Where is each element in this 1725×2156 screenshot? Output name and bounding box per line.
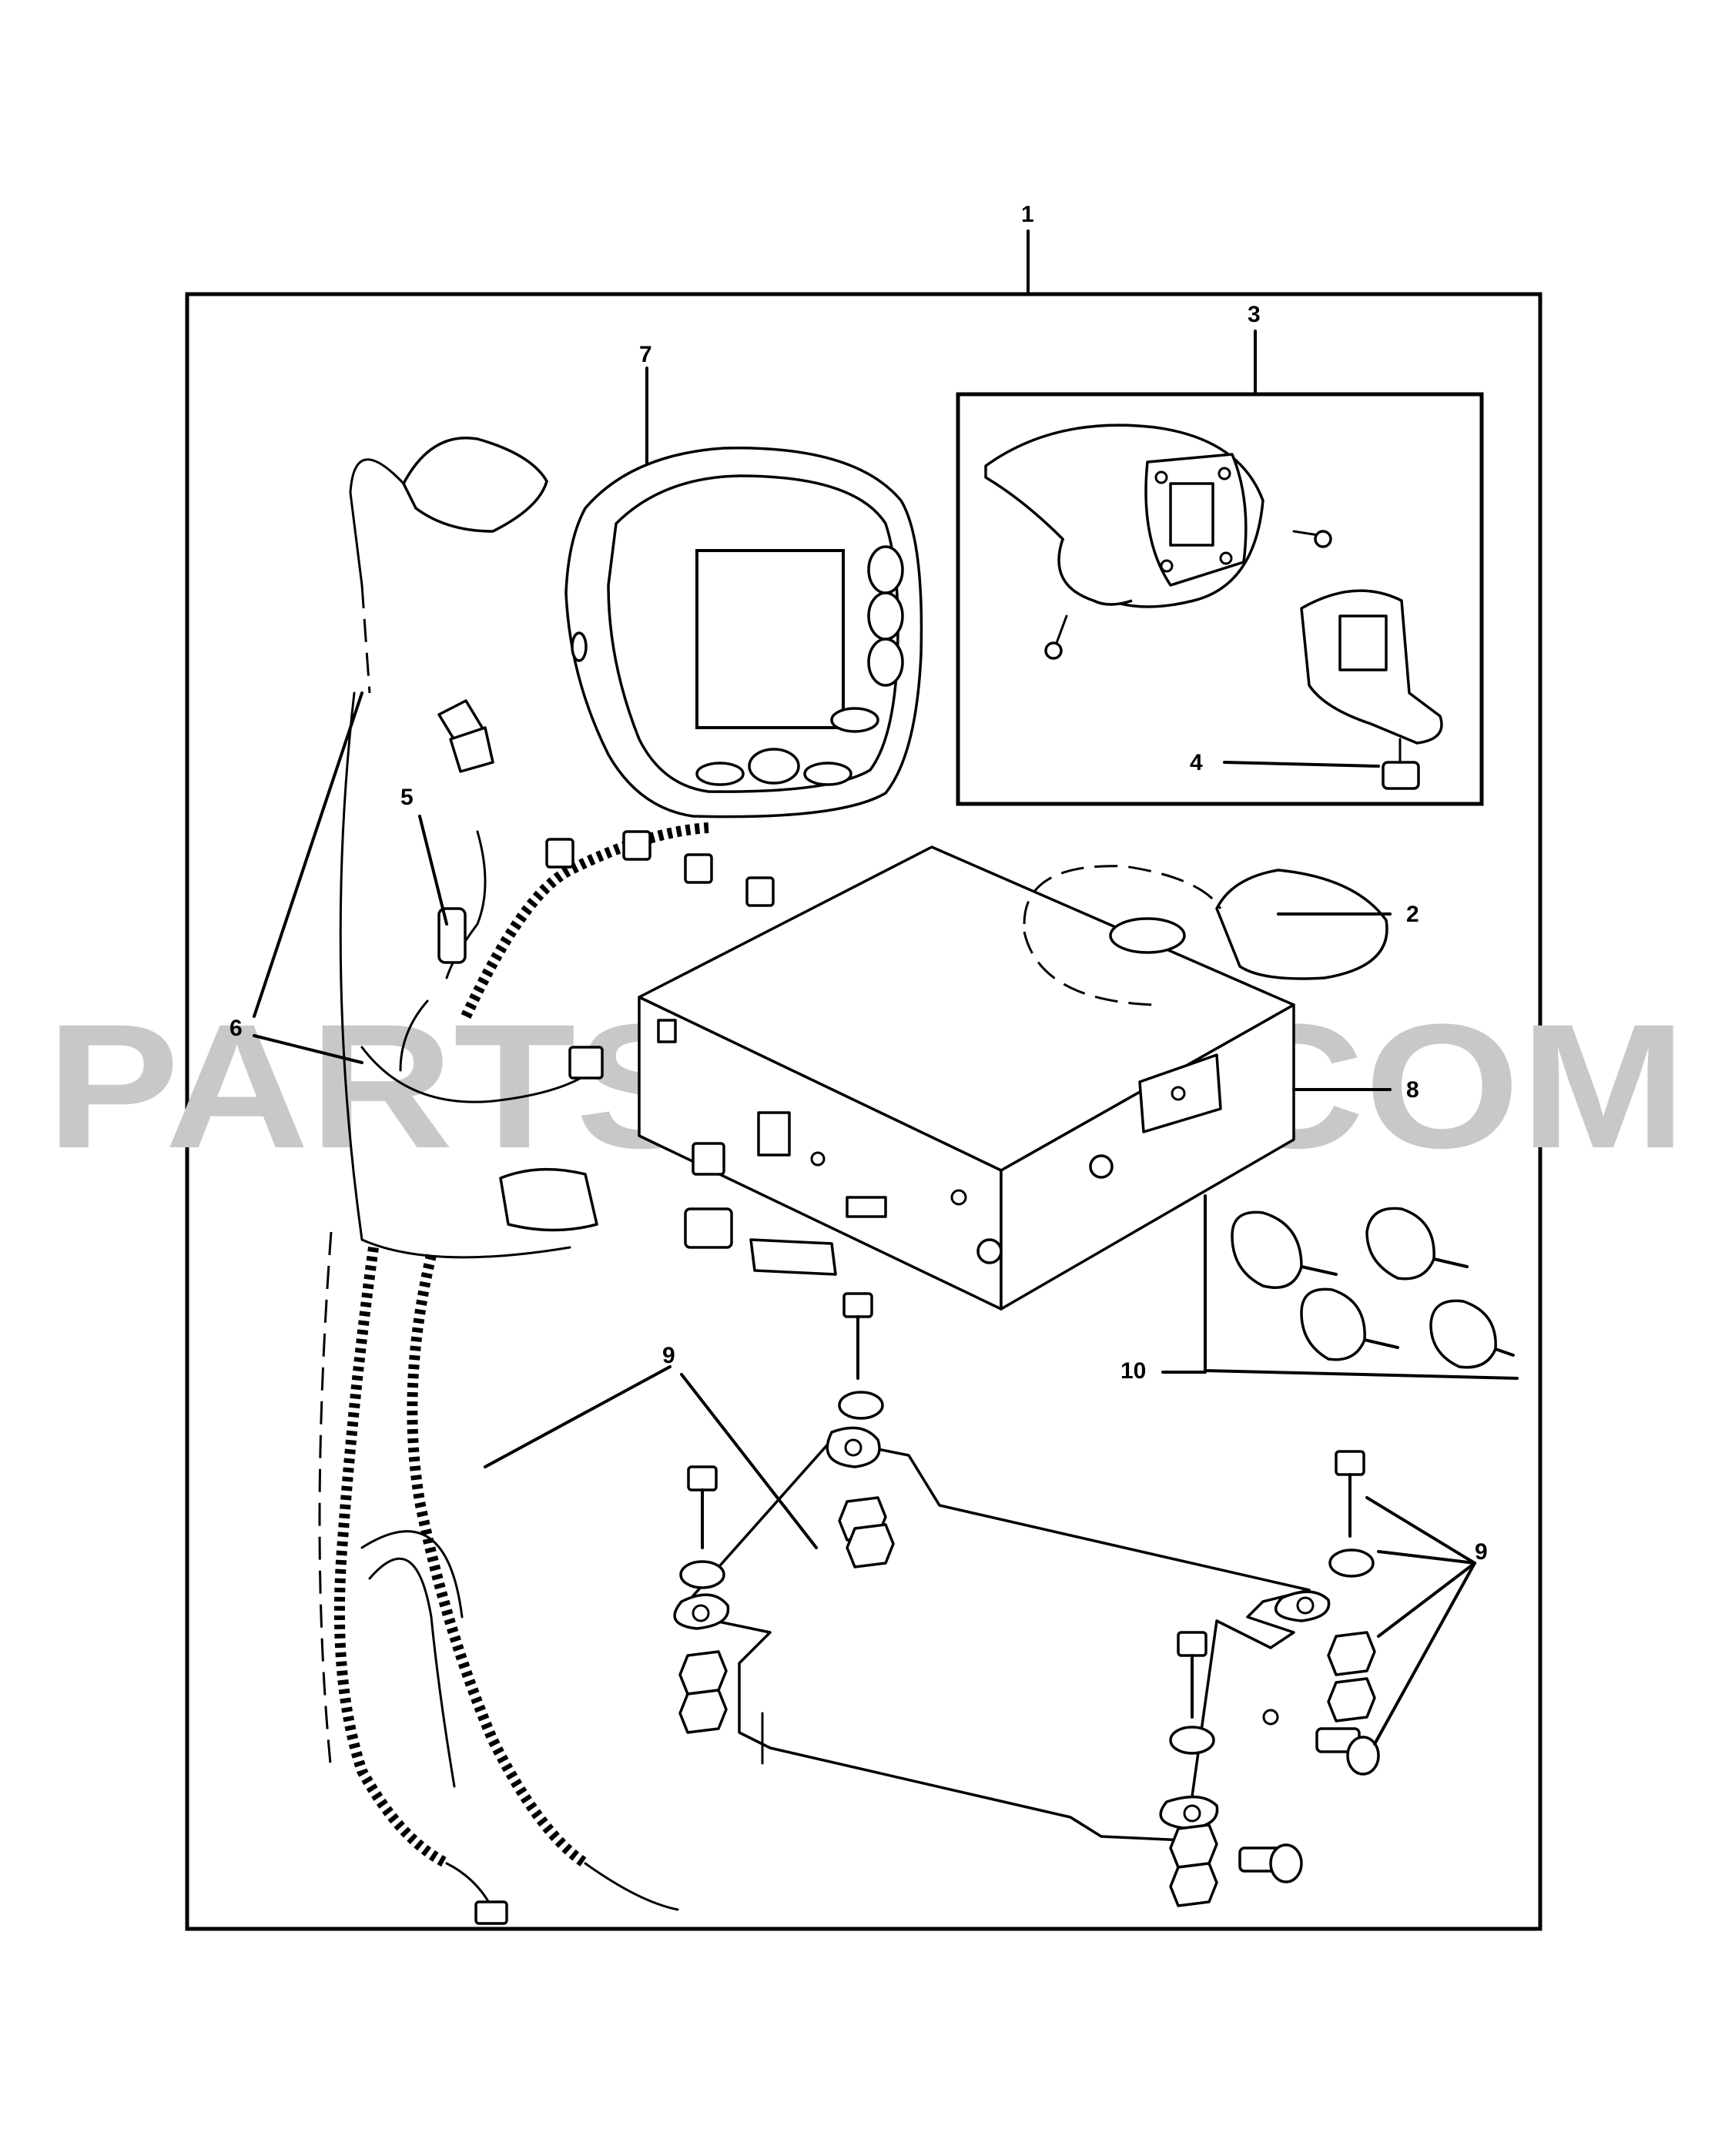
gps-antenna — [349, 437, 548, 694]
callout-5: 5 — [400, 785, 414, 810]
leader-9a-1 — [484, 1365, 672, 1468]
callout-9a: 9 — [662, 1343, 675, 1368]
leader-6-to-antenna — [253, 691, 363, 1018]
map-disc — [1023, 865, 1388, 1006]
kit-frame — [185, 292, 1542, 1931]
leader-5 — [418, 815, 448, 926]
callout-6: 6 — [229, 1016, 243, 1041]
callout-7: 7 — [639, 342, 652, 367]
mounting-plate — [673, 1426, 1331, 1842]
bracket-inset-frame — [956, 392, 1484, 806]
leader-9b-2 — [1377, 1550, 1476, 1565]
callout-8: 8 — [1406, 1077, 1419, 1103]
navigation-computer — [638, 845, 1295, 1311]
leader-9b-1 — [1365, 1496, 1476, 1565]
callout-2: 2 — [1406, 902, 1419, 927]
leader-9b-3 — [1377, 1562, 1476, 1638]
callout-9b: 9 — [1475, 1539, 1488, 1565]
display-unit — [564, 447, 923, 819]
leader-6 — [253, 1034, 363, 1064]
callout-4: 4 — [1190, 750, 1203, 775]
leader-9a-2 — [680, 1373, 818, 1549]
wiring-harness — [318, 691, 837, 1925]
callout-3: 3 — [1248, 302, 1261, 327]
thumb-screw — [1223, 738, 1420, 790]
leader-4 — [1223, 761, 1380, 768]
mounting-bracket — [984, 424, 1443, 745]
callout-10: 10 — [1120, 1358, 1146, 1384]
display-screen — [695, 549, 845, 729]
cable-clips — [1204, 1194, 1519, 1380]
callout-1: 1 — [1021, 202, 1034, 227]
fasteners — [678, 1292, 1380, 1907]
leader-9b-4 — [1373, 1562, 1476, 1746]
